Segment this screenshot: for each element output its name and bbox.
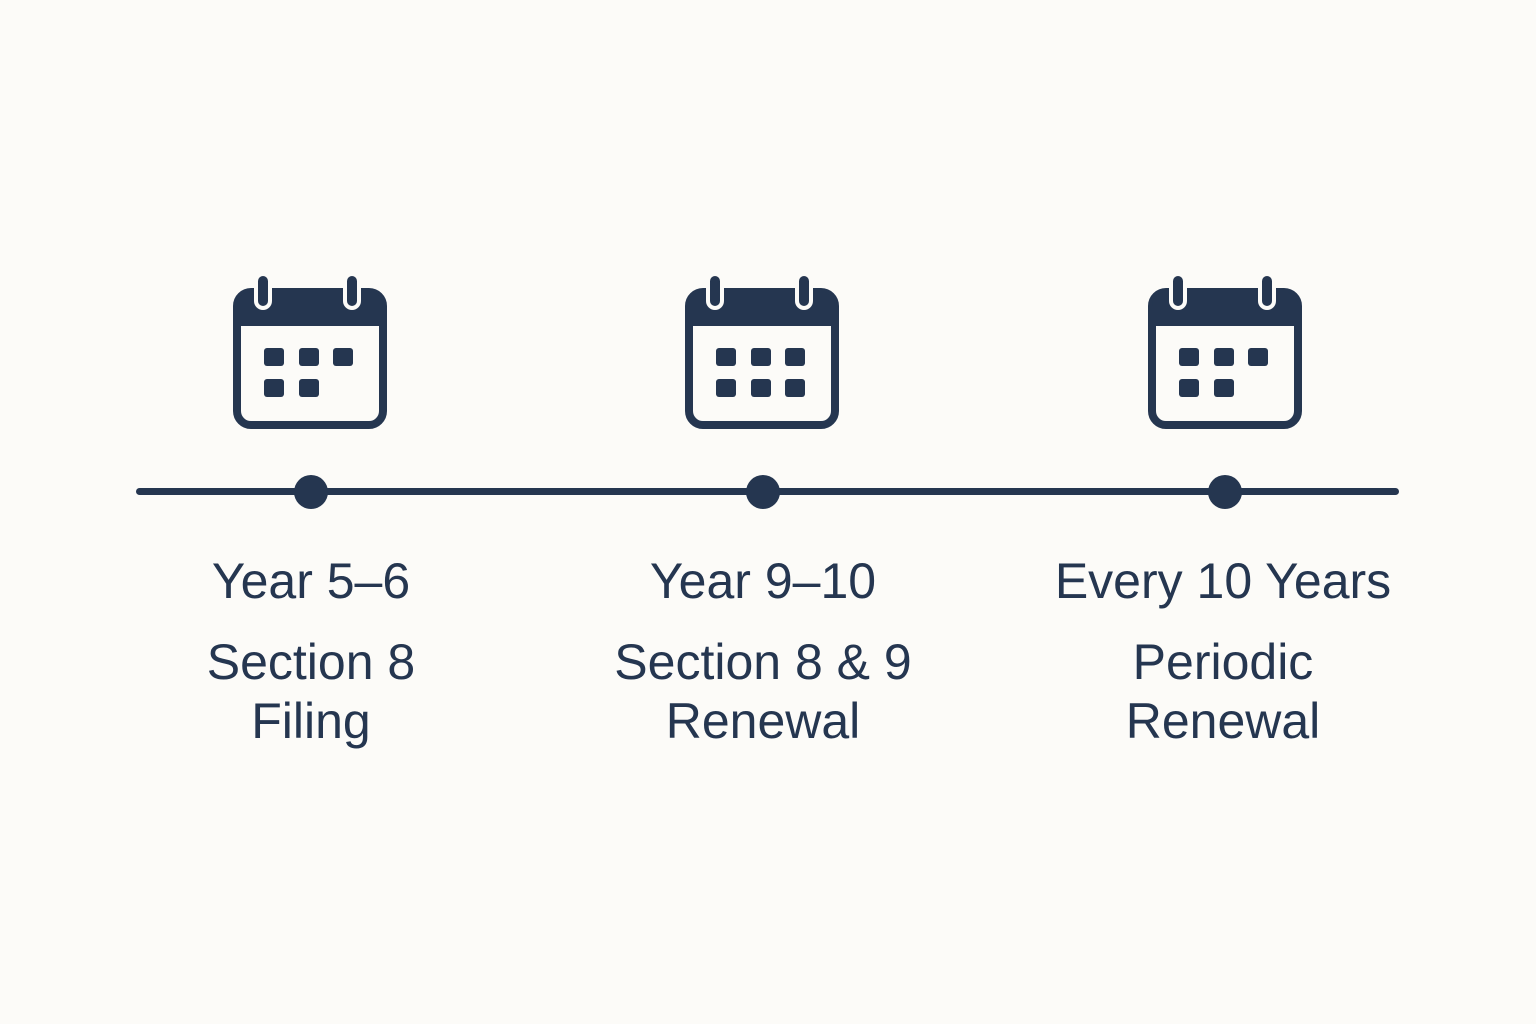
calendar-icon bbox=[1148, 274, 1302, 429]
milestone-description: Section 8 & 9 Renewal bbox=[614, 634, 912, 749]
milestone-period: Every 10 Years bbox=[1054, 553, 1392, 609]
milestone-description: Periodic Renewal bbox=[1125, 634, 1321, 749]
calendar-icon bbox=[685, 274, 839, 429]
milestone-period: Year 9–10 bbox=[649, 553, 877, 609]
milestone-period: Year 5–6 bbox=[211, 553, 411, 609]
milestone-year-5-6: Year 5–6 Section 8 Filing bbox=[101, 0, 521, 1024]
timeline-node bbox=[1208, 475, 1242, 509]
timeline-node bbox=[746, 475, 780, 509]
timeline-node bbox=[294, 475, 328, 509]
milestone-every-10-years: Every 10 Years Periodic Renewal bbox=[1013, 0, 1433, 1024]
milestone-description: Section 8 Filing bbox=[206, 634, 416, 749]
milestone-year-9-10: Year 9–10 Section 8 & 9 Renewal bbox=[553, 0, 973, 1024]
calendar-icon bbox=[233, 274, 387, 429]
